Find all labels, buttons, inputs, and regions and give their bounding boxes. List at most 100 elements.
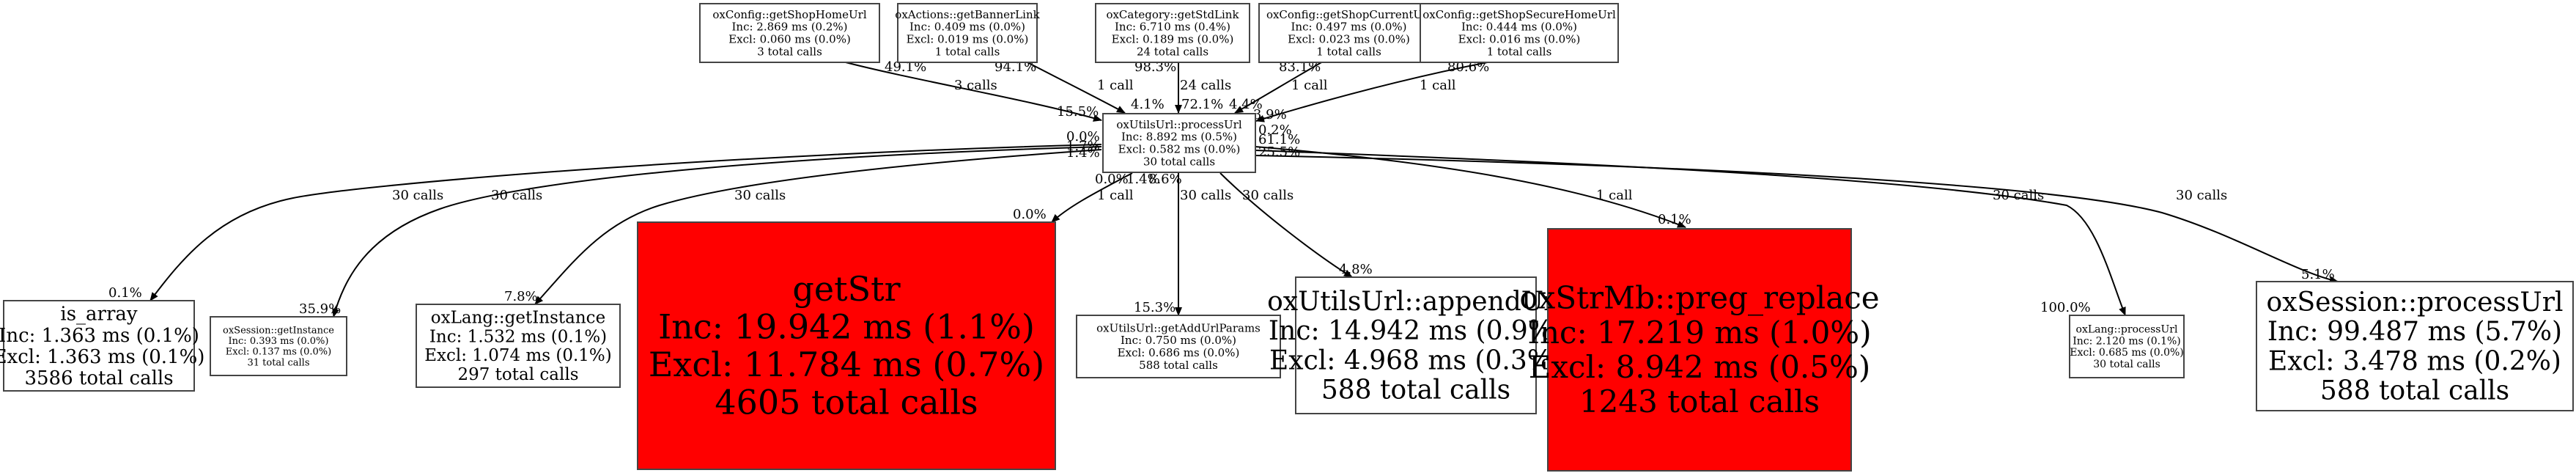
call-edge[interactable]: 30 calls 0.0% 0.1% [108,129,1102,301]
node-exclusive-time: Excl: 3.478 ms (0.2%) [2268,346,2561,376]
node-box [2069,315,2185,378]
edge-tail-percent: 0.0% [1066,129,1100,144]
node-exclusive-time: Excl: 4.968 ms (0.3%) [1269,345,1562,375]
edge-head-percent: 15.5% [1057,104,1099,120]
edge-tail-percent: 98.3% [1134,59,1176,75]
edge-calls-label: 30 calls [392,188,443,203]
edge-arrow [150,144,1102,301]
node-box [1547,228,1852,472]
edge-tail-percent: 94.1% [994,59,1036,75]
call-edge[interactable]: 24 calls 98.3% 72.1% [1134,59,1231,114]
node-function-name: oxLang::getInstance [431,309,605,328]
node-box [1420,3,1619,63]
edge-calls-label: 1 call [1291,78,1328,93]
edge-tail-percent: 83.1% [1279,59,1321,75]
node-total-calls: 3 total calls [757,45,822,58]
node-box [637,221,1056,470]
node-box [416,304,621,388]
node-total-calls: 297 total calls [457,365,578,384]
node-total-calls: 1 total calls [935,45,1000,58]
call-edge[interactable]: 30 calls 25.5% 5.1% [1255,144,2339,284]
edge-arrow [1234,61,1324,114]
node-total-calls: 4605 total calls [715,382,978,422]
node-exclusive-time: Excl: 0.137 ms (0.0%) [226,347,331,358]
node-inclusive-time: Inc: 0.409 ms (0.0%) [909,21,1025,34]
node-total-calls: 30 total calls [1143,155,1215,168]
node-function-name: is_array [60,304,138,326]
edge-head-percent: 4.8% [1339,262,1373,277]
edge-calls-label: 1 call [1596,188,1633,203]
edge-arrow [842,61,1102,122]
edge-arrow [1219,172,1353,278]
edge-head-percent: 100.0% [2040,300,2091,315]
edge-calls-label: 30 calls [1993,188,2044,203]
node-box [3,300,195,392]
edge-arrow [1051,172,1133,223]
edge-arrow [332,146,1102,318]
edge-tail-percent: 1.4% [1126,172,1160,187]
edge-tail-percent: 25.5% [1258,144,1300,160]
edge-tail-percent: 49.1% [885,59,926,75]
call-edge[interactable]: 1 call 83.1% 4.4% [1229,59,1328,114]
node-exclusive-time: Excl: 0.060 ms (0.0%) [728,33,851,46]
node-inclusive-time: Inc: 2.120 ms (0.1%) [2073,335,2181,347]
node-inclusive-time: Inc: 0.393 ms (0.0%) [229,336,329,347]
node-box [2256,281,2574,411]
node-total-calls: 1 total calls [1316,45,1381,58]
node-box [1095,3,1250,63]
node-inclusive-time: Inc: 2.869 ms (0.2%) [731,21,847,34]
node-function-name: oxCategory::getStdLink [1106,8,1239,21]
node-function-name: getStr [792,269,900,309]
edge-calls-label: 30 calls [1180,188,1231,203]
node-inclusive-time: Inc: 1.363 ms (0.1%) [0,325,199,347]
node-inclusive-time: Inc: 6.710 ms (0.4%) [1115,21,1230,34]
node-function-name: oxSession::processUrl [2267,287,2564,318]
edge-calls-label: 1 call [1420,78,1456,93]
edge-arrow [534,149,1102,305]
node-exclusive-time: Excl: 0.582 ms (0.0%) [1118,143,1241,156]
node-total-calls: 3586 total calls [24,367,173,389]
node-inclusive-time: Inc: 1.532 ms (0.1%) [429,327,607,346]
edge-arrow [1255,155,2339,284]
edge-calls-label: 30 calls [491,188,542,203]
edge-tail-percent: 80.6% [1447,59,1489,75]
node-total-calls: 31 total calls [247,357,309,368]
edge-head-percent: 0.1% [108,285,142,301]
node-box [699,3,880,63]
edge-calls-label: 30 calls [734,188,786,203]
node-inclusive-time: Inc: 0.497 ms (0.0%) [1291,21,1406,34]
node-exclusive-time: Excl: 0.686 ms (0.0%) [1118,346,1240,359]
edge-calls-label: 24 calls [1180,78,1231,93]
node-total-calls: 588 total calls [1139,359,1218,372]
edge-head-percent: 72.1% [1181,97,1223,112]
edge-head-percent: 5.1% [2301,267,2335,282]
edge-tail-percent: 0.2% [1258,122,1292,138]
edge-head-percent: 4.4% [1229,97,1263,112]
